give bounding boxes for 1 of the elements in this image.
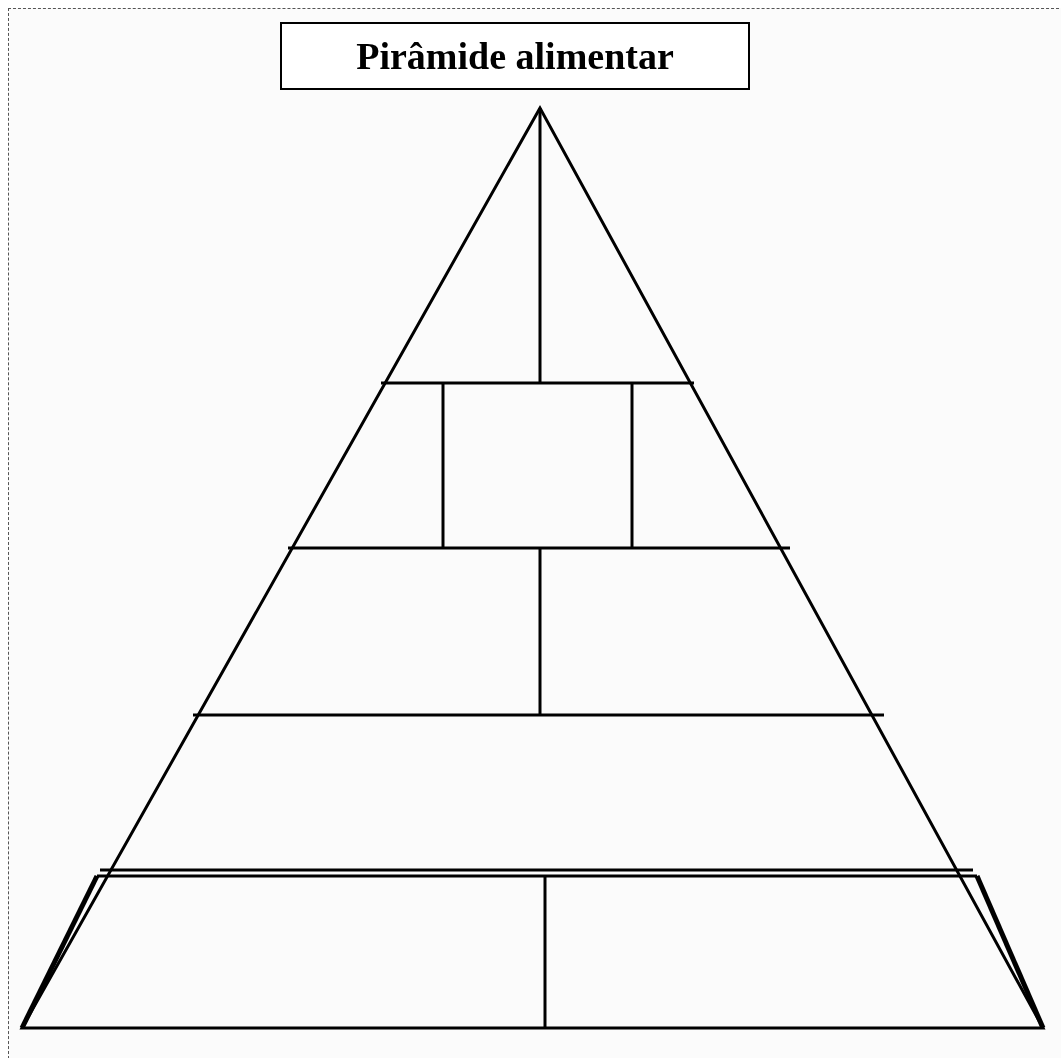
- title-text: Pirâmide alimentar: [280, 22, 750, 90]
